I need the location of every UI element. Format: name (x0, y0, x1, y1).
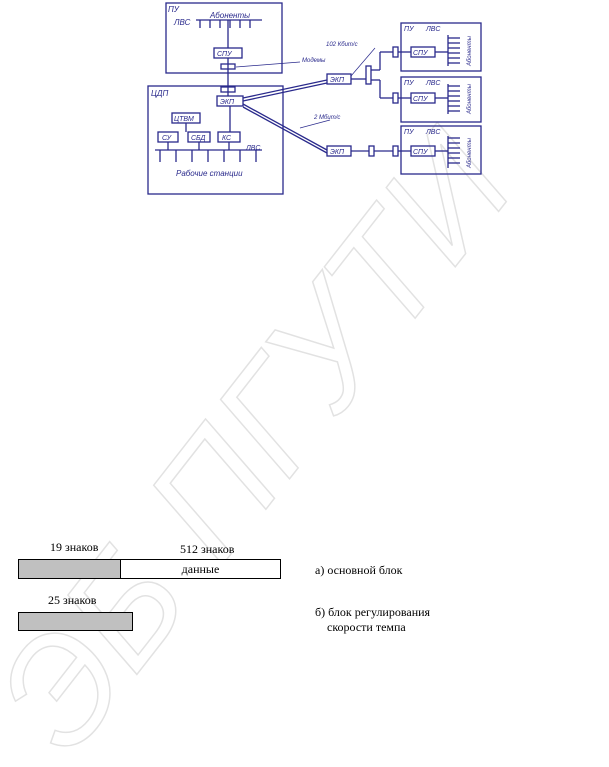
rate-header-block (18, 612, 133, 631)
main-data-count: 512 знаков (180, 542, 235, 556)
pu-top-label: ПУ (168, 5, 180, 14)
abonents-right1-label: Абоненты (467, 35, 473, 67)
abonents-top-label: Абоненты (209, 11, 250, 20)
rate-caption-line2: скорости темпа (327, 620, 406, 634)
su-label: СУ (162, 135, 173, 142)
spu-right2-label: СПУ (413, 96, 429, 103)
cdp-label: ЦДП (151, 89, 168, 98)
pu-right2-label: ПУ (404, 80, 415, 87)
rate-caption-line1: б) блок регулирования (315, 605, 431, 619)
spu-right1-label: СПУ (413, 50, 429, 57)
main-caption: а) основной блок (315, 563, 403, 577)
main-header-block (18, 559, 121, 579)
lvs-right3-label: ЛВС (425, 129, 441, 136)
abonents-right3-label: Абоненты (467, 137, 473, 169)
speed1-label: 102 Кбит/с (326, 42, 358, 48)
ekp-cdp-label: ЭКП (220, 99, 235, 106)
rate-header-count: 25 знаков (48, 593, 97, 607)
main-data-block: данные (120, 559, 281, 579)
sbd-label: СБД (191, 135, 205, 142)
lvs-cdp-label: ЛВС (245, 145, 261, 152)
modem-label: Модемы (302, 58, 326, 64)
watermark-text: ЭБ ПГУТИ (0, 102, 544, 767)
spu-top-label: СПУ (217, 51, 233, 58)
ks-label: КС (222, 135, 232, 142)
abonents-right2-label: Абоненты (467, 83, 473, 115)
workstations-label: Рабочие станции (176, 169, 243, 178)
main-header-count: 19 знаков (50, 540, 99, 554)
ctvm-label: ЦТВМ (174, 116, 194, 123)
spu-right3-label: СПУ (413, 149, 429, 156)
lvs-top-label: ЛВС (173, 18, 191, 27)
ekp-lower-label: ЭКП (330, 149, 345, 156)
lvs-right1-label: ЛВС (425, 26, 441, 33)
ekp-upper-label: ЭКП (330, 77, 345, 84)
speed2-label: 2 Мбит/с (313, 115, 340, 121)
lvs-right2-label: ЛВС (425, 80, 441, 87)
network-diagram: ПУ ЛВС Абоненты СПУ Модемы ЦДП ЭКП ЦТВМ … (147, 2, 482, 195)
pu-right1-label: ПУ (404, 26, 415, 33)
pu-right3-label: ПУ (404, 129, 415, 136)
